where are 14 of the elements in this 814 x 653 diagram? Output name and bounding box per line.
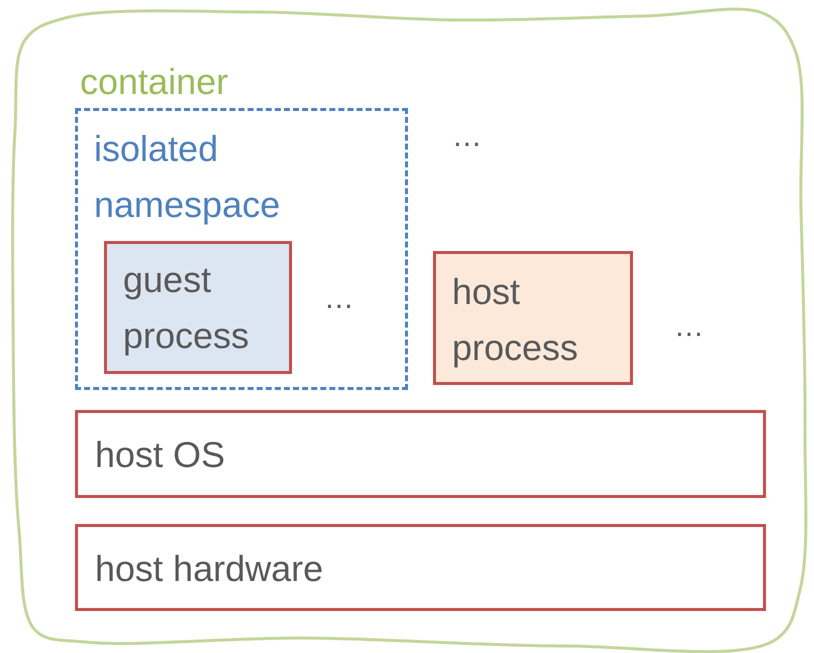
process-box [104, 241, 292, 374]
process-box [75, 410, 766, 498]
node-label: host hardware [95, 547, 324, 591]
process-box [433, 251, 633, 385]
namespace-box [75, 108, 408, 390]
node-label: guest process [123, 258, 250, 358]
node-label: host process [452, 270, 580, 370]
process-box [75, 524, 766, 611]
ellipsis-label: … [452, 120, 482, 154]
ellipsis-label: … [674, 310, 704, 344]
container-label: container [80, 60, 230, 104]
node-label: host OS [95, 433, 226, 477]
ellipsis-label: … [324, 282, 354, 316]
node-label: isolated namespace [94, 127, 282, 227]
